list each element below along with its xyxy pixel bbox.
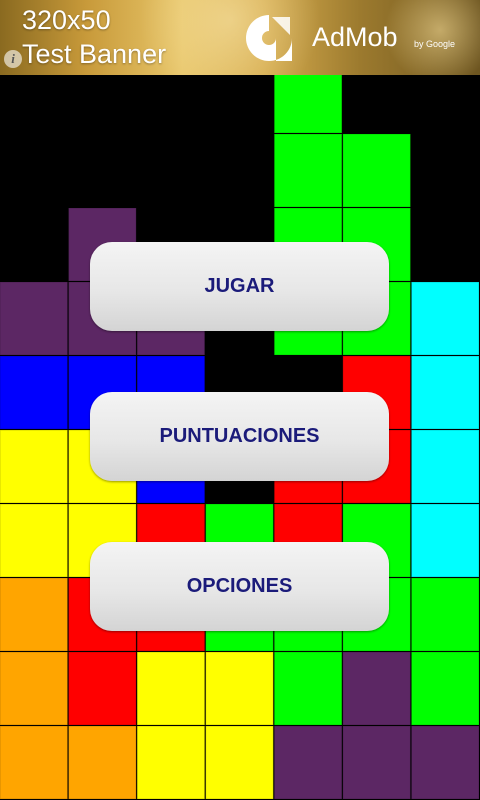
scores-button[interactable]: PUNTUACIONES <box>90 392 389 481</box>
admob-logo-icon <box>246 15 292 61</box>
board-block <box>0 651 69 726</box>
board-block <box>273 133 343 208</box>
board-block <box>410 355 480 430</box>
ad-background <box>0 0 480 75</box>
board-block <box>342 133 411 208</box>
admob-brand-name: AdMob <box>312 22 398 52</box>
ad-size-text: 320x50 <box>22 5 111 35</box>
ad-info-icon[interactable]: i <box>4 50 22 68</box>
board-block <box>68 651 137 726</box>
board-block <box>342 725 411 800</box>
board-block <box>410 577 480 652</box>
board-block <box>0 281 69 356</box>
ad-label: Test Banner <box>22 39 167 69</box>
admob-by-line: by Google <box>414 39 456 49</box>
board-block <box>205 725 274 800</box>
board-block <box>0 725 69 800</box>
board-block <box>136 651 206 726</box>
board-block <box>342 651 411 726</box>
board-block <box>0 577 69 652</box>
board-block <box>0 355 69 430</box>
board-block <box>410 281 480 356</box>
board-block <box>273 725 343 800</box>
board-block <box>0 503 69 578</box>
options-button[interactable]: OPCIONES <box>90 542 389 631</box>
board-block <box>205 651 274 726</box>
play-button[interactable]: JUGAR <box>90 242 389 331</box>
ad-banner[interactable]: 320x50 Test Banner i AdMob by Google <box>0 0 480 75</box>
board-block <box>410 651 480 726</box>
board-block <box>136 725 206 800</box>
board-block <box>410 429 480 504</box>
board-block <box>410 503 480 578</box>
board-block <box>68 725 137 800</box>
board-block <box>0 429 69 504</box>
board-block <box>410 725 480 800</box>
board-block <box>273 651 343 726</box>
